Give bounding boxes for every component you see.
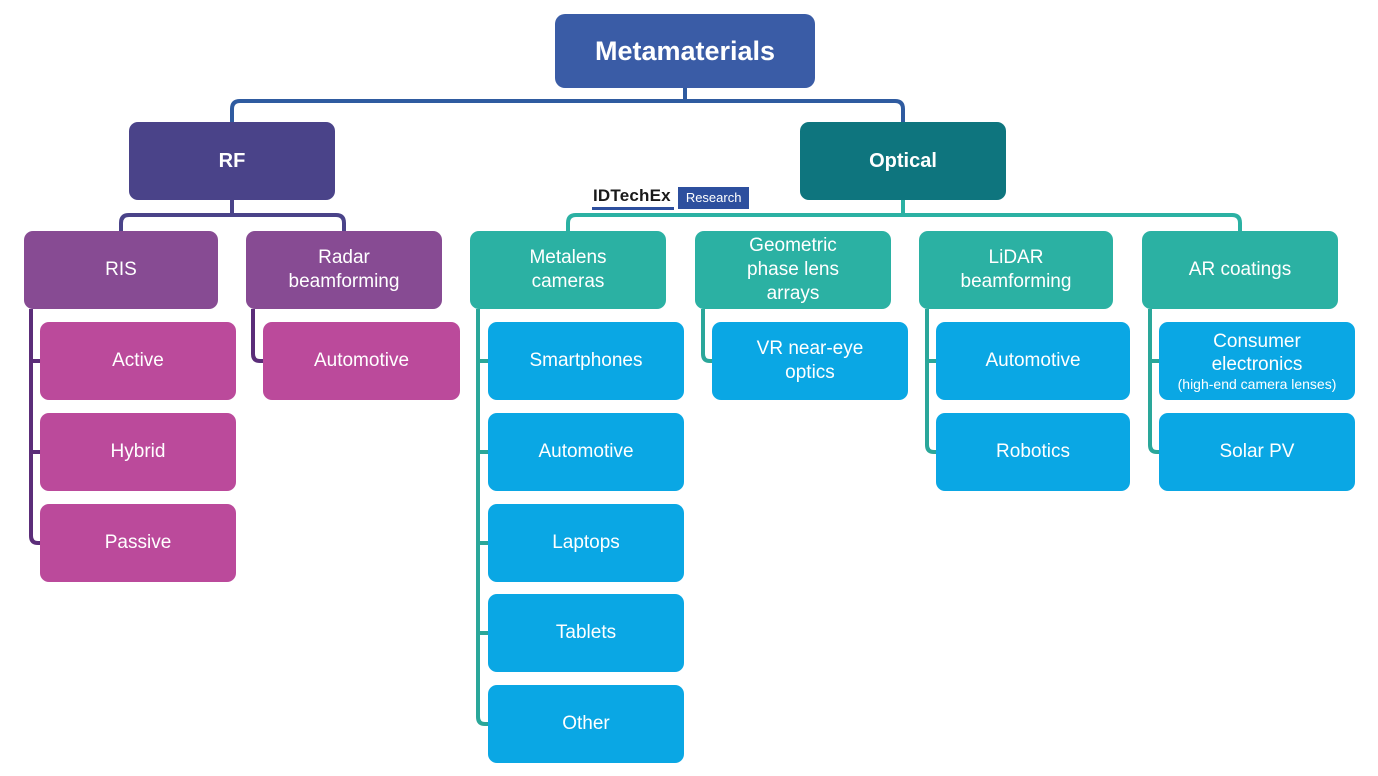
- node-consumer-electronics: Consumer electronics (high-end camera le…: [1159, 322, 1355, 400]
- node-optical: Optical: [800, 122, 1006, 200]
- node-radar-beamforming: Radar beamforming: [246, 231, 442, 309]
- node-ris-hybrid: Hybrid: [40, 413, 236, 491]
- node-ar-coatings: AR coatings: [1142, 231, 1338, 309]
- node-geometric-phase-lens-arrays: Geometric phase lens arrays: [695, 231, 891, 309]
- node-lidar-automotive: Automotive: [936, 322, 1130, 400]
- node-rf: RF: [129, 122, 335, 200]
- node-metalens-cameras: Metalens cameras: [470, 231, 666, 309]
- node-metamaterials: Metamaterials: [555, 14, 815, 88]
- node-metalens-smartphones: Smartphones: [488, 322, 684, 400]
- idtechex-brand-text: IDTechEx: [592, 186, 674, 210]
- node-metalens-tablets: Tablets: [488, 594, 684, 672]
- connector-geometric-vr: [701, 309, 712, 363]
- connector-optical-to-groups: [566, 213, 1242, 231]
- connector-root-to-rf-optical: [230, 99, 905, 122]
- idtechex-research-badge: Research: [677, 187, 750, 209]
- consumer-electronics-sublabel: (high-end camera lenses): [1177, 376, 1337, 392]
- connector-lidar-children: [925, 309, 936, 454]
- node-metalens-other: Other: [488, 685, 684, 763]
- connector-ris-children: [29, 309, 40, 545]
- connector-radar-automotive: [251, 309, 263, 363]
- idtechex-logo: IDTechEx Research: [592, 186, 750, 210]
- connector-metalens-children: [476, 309, 488, 726]
- node-ris: RIS: [24, 231, 218, 309]
- node-vr-near-eye-optics: VR near-eye optics: [712, 322, 908, 400]
- connector-rf-to-groups: [119, 213, 346, 231]
- node-metalens-laptops: Laptops: [488, 504, 684, 582]
- connector-ar-children: [1148, 309, 1159, 454]
- node-radar-automotive: Automotive: [263, 322, 460, 400]
- node-lidar-beamforming: LiDAR beamforming: [919, 231, 1113, 309]
- node-lidar-robotics: Robotics: [936, 413, 1130, 491]
- node-ris-passive: Passive: [40, 504, 236, 582]
- node-ris-active: Active: [40, 322, 236, 400]
- node-solar-pv: Solar PV: [1159, 413, 1355, 491]
- consumer-electronics-label: Consumer electronics: [1211, 331, 1303, 375]
- node-metalens-automotive: Automotive: [488, 413, 684, 491]
